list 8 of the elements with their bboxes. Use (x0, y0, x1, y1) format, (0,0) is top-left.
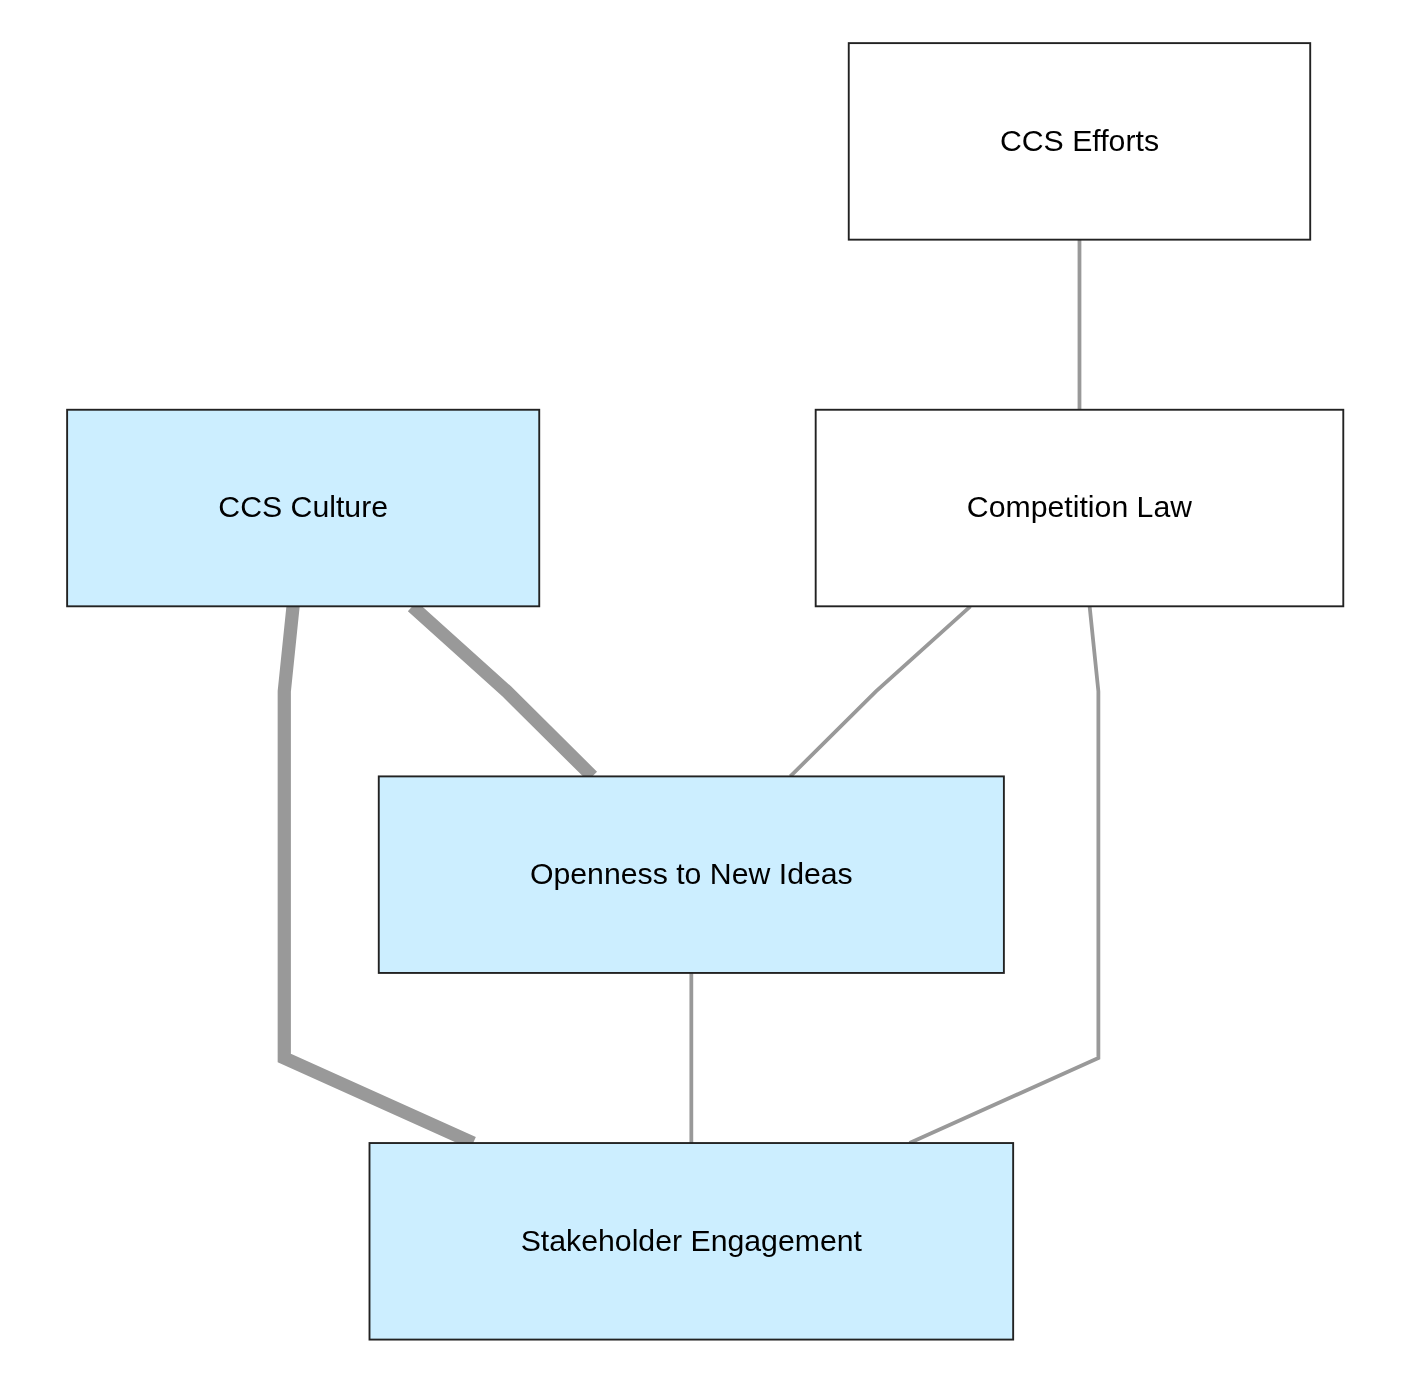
connector (1077, 239, 1082, 410)
connector (689, 972, 694, 1143)
node-box: CCS Culture (66, 408, 541, 607)
node-box: CCS Efforts (848, 41, 1312, 241)
node-box: Competition Law (815, 408, 1345, 607)
connector (789, 604, 972, 778)
node-box: Stakeholder Engagement (368, 1141, 1015, 1341)
node-box: Openness to New Ideas (378, 775, 1006, 974)
